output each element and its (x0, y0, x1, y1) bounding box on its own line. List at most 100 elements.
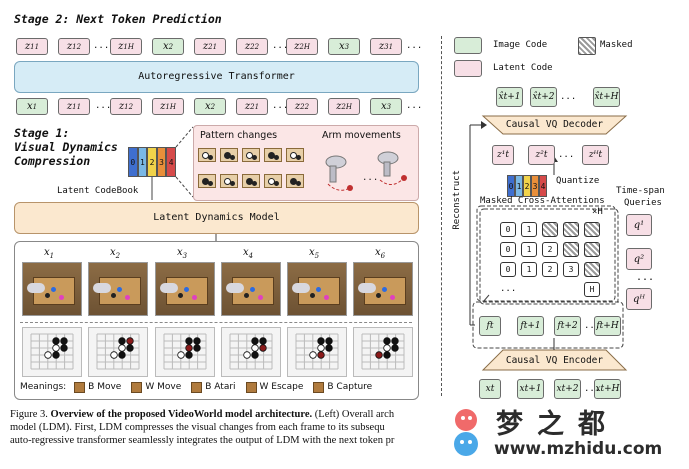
legend-latent-code-swatch (454, 60, 482, 77)
quantized-token: z¹t (492, 145, 514, 165)
attention-cell: 1 (521, 262, 537, 277)
go-state-grid (163, 333, 207, 370)
decoder-output-token: x̂t+H (593, 87, 620, 107)
robot-arm (27, 283, 45, 293)
attention-cell: 3 (563, 262, 579, 277)
feature-token: ft+H (594, 316, 621, 336)
board-marker (376, 293, 381, 298)
time-span-label-line1: Time-span (616, 186, 665, 196)
stage1-title-line1: Stage 1: (14, 126, 70, 140)
feature-token: ft+2 (554, 316, 581, 336)
encoder-input-token: xt+1 (517, 379, 544, 399)
go-state-grid (361, 333, 405, 370)
token-ellipsis: ... (272, 41, 289, 51)
masked-cross-attention-label: Masked Cross-Attentions (480, 196, 605, 206)
pattern-stone (252, 181, 257, 186)
board-marker (244, 293, 249, 298)
stage2-title: Stage 2: Next Token Prediction (14, 12, 222, 26)
arm-movements-label: Arm movements (322, 130, 401, 141)
frame-label-x4: x4 (243, 247, 254, 260)
meaning-label: W Move (145, 382, 182, 392)
go-state-grid (96, 333, 140, 370)
codebook-entry: 4 (166, 147, 176, 177)
token-ellipsis: ... (95, 101, 112, 111)
go-state-x6 (353, 327, 413, 377)
latent-dynamics-model-label: Latent Dynamics Model (153, 212, 280, 223)
decoder-output-token: x̂t+1 (496, 87, 523, 107)
watermark-url: www.mzhidu.com (494, 439, 663, 459)
meaning-icon (313, 381, 325, 393)
decoder-output-token: x̂t+2 (530, 87, 557, 107)
masked-cell (563, 222, 579, 237)
board-marker (59, 295, 64, 300)
codebook-entry: 1 (515, 175, 523, 197)
meaning-item: W Escape (245, 381, 303, 393)
feature-token: ft (479, 316, 501, 336)
pattern-stone (230, 155, 235, 160)
stage1-title-line3: Compression (14, 154, 91, 168)
encoder-label: Causal VQ Encoder (505, 355, 604, 366)
robot-arm (226, 283, 244, 293)
go-state-x1 (22, 327, 82, 377)
codebook-example-panel: Pattern changes Arm movements ... (193, 125, 419, 201)
stage1-title: Stage 1: Visual Dynamics Compression (14, 126, 118, 168)
pattern-change-grid (198, 148, 310, 196)
frame-label-x1: x1 (44, 247, 55, 260)
encoder-input-token: xt+2 (554, 379, 581, 399)
time-span-query: qᴴ (626, 288, 652, 310)
meaning-item: B Capture (313, 381, 373, 393)
attention-cell: 2 (542, 262, 558, 277)
meaning-icon (131, 381, 143, 393)
attention-cell: 1 (521, 242, 537, 257)
latent-dynamics-model-block: Latent Dynamics Model (14, 202, 419, 234)
video-frame-x1 (22, 262, 82, 316)
board-marker (258, 295, 263, 300)
meaning-item: W Move (131, 381, 182, 393)
codebook-entry: 4 (539, 175, 547, 197)
caption-line3: auto-regressive transformer seamlessly i… (10, 435, 395, 446)
encoder-input-token: xt (479, 379, 501, 399)
token-ellipsis: ... (406, 101, 423, 111)
queries-ellipsis: ... (636, 272, 655, 283)
meaning-label: B Capture (327, 382, 373, 392)
frame-label-x5: x5 (309, 247, 320, 260)
robot-arm (160, 283, 178, 293)
meaning-icon (245, 381, 257, 393)
decoder-output-ellipsis: ... (560, 92, 577, 102)
pattern-board (264, 148, 282, 162)
token-ellipsis: ... (93, 41, 110, 51)
pattern-board (220, 174, 238, 188)
meaning-icon (191, 381, 203, 393)
panel-separator (441, 36, 442, 396)
codebook-entry: 1 (137, 147, 148, 177)
encoder-input-token: xt+H (594, 379, 621, 399)
pattern-stone (208, 181, 213, 186)
caption-line1-rest: (Left) Overall arch (314, 409, 395, 420)
pattern-board (242, 174, 260, 188)
legend-image-code-label: Image Code (493, 40, 548, 50)
pattern-board (242, 148, 260, 162)
codebook-entry: 3 (156, 147, 167, 177)
pattern-changes-label: Pattern changes (200, 130, 278, 141)
pattern-board (198, 174, 216, 188)
pattern-stone (274, 155, 279, 160)
caption-figure-number: Figure 3. (10, 409, 48, 420)
attention-cell: 0 (500, 222, 516, 237)
video-frame-x5 (287, 262, 347, 316)
time-span-label-line2: Queries (624, 198, 662, 208)
board-marker (178, 293, 183, 298)
